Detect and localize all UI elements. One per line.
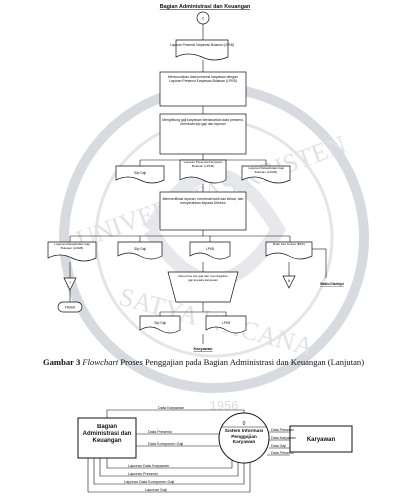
flow-bottom-4	[87, 458, 251, 493]
doc-laporan-presensi	[175, 39, 229, 61]
label-waktu-disetujui: Waktu Disetujui	[320, 282, 344, 286]
flow-right-3-label: Data Gaji	[271, 444, 286, 448]
manual-menerima	[167, 271, 239, 303]
process-memverifikasi-text: Memverifikasi laporan, membuat bukti kas…	[163, 197, 244, 205]
flow-right-4-label: Data Presensi	[271, 451, 294, 455]
flow-right-2-label: Data Karyawan	[271, 436, 296, 440]
entity-karyawan-label: Karyawan	[307, 437, 336, 443]
caption-text: Proses Penggajian pada Bagian Administra…	[120, 357, 365, 367]
doc-lpkb-2-label: LPKB	[222, 321, 230, 325]
offpage-connector-n	[282, 275, 296, 289]
doc-slip-gaji	[115, 165, 165, 184]
doc-laporan-presensi-2-text: Laporan Presensi Karyawan Bulanan (LPKB)	[184, 161, 223, 168]
caption-label: Gambar 3	[42, 357, 81, 367]
doc-slip-gaji-label: Slip Gaji	[134, 171, 146, 175]
doc-laporan-presensi-2	[179, 159, 227, 184]
process-menghitung	[159, 113, 247, 155]
watermark-year: 1956	[210, 398, 239, 413]
offpage-connector-7-label: 7	[69, 281, 71, 285]
connector-top-label: 2	[202, 16, 205, 21]
caption-italic: Flowchart	[82, 357, 119, 367]
flow-bottom-1-label: Laporan Data Karyawan	[128, 464, 169, 468]
entity-administrasi-text: Bagian Administrasi dan Keuangan	[83, 424, 132, 444]
process-menghitung-text: Menghitung gaji karyawan berdasarkan dat…	[162, 118, 243, 126]
doc-lpkb-2	[205, 315, 247, 334]
flow-bottom-2-label: Laporan Presensi	[128, 472, 158, 476]
offpage-connector-n-label: N	[288, 279, 291, 283]
doc-bukti-kas-text: Bukti Kas Keluar (BKK)	[273, 243, 305, 246]
flow-left-2-label: Data Komponen Gaji	[148, 442, 183, 446]
manual-menerima-text: Menerima slip gaji dan membagikan gaji k…	[178, 275, 228, 282]
doc-slip-gaji-3	[139, 315, 181, 334]
entity-administrasi	[77, 417, 137, 459]
terminal-finish	[57, 301, 83, 313]
process-name-text: Sistem Informasi Penggajian Karyawan	[225, 429, 264, 445]
doc-slip-gaji-2	[117, 241, 163, 260]
entity-karyawan	[289, 425, 353, 453]
doc-bukti-kas	[265, 241, 313, 260]
terminal-finish-label: FINISH	[65, 306, 76, 310]
doc-laporan-presensi-label: Laporan Presensi Karyawan Bulanan (LPKB)	[170, 43, 234, 47]
flow-left-1-label: Data Presensi	[148, 430, 172, 434]
flow-bottom-3	[93, 458, 245, 485]
doc-laporan-rekap-text: Laporan Rekapitulasi Gaji Bulanan (LRGB)	[248, 167, 283, 174]
doc-laporan-rekap	[241, 165, 291, 184]
context-diagram: Bagian Administrasi dan Keuangan 0 Siste…	[77, 406, 353, 493]
doc-laporan-rekap-2	[47, 241, 97, 262]
doc-slip-gaji-2-label: Slip Gaji	[134, 247, 146, 251]
flow-data-karyawan-top	[106, 409, 245, 418]
process-mencocokkan-text: Mencocokkan data presensi karyawan denga…	[168, 75, 238, 83]
flow-bottom-3-label: Laporan Data Komponen Gaji	[124, 480, 174, 484]
flow-bottom-4-label: Laporan Gaji	[145, 488, 167, 492]
flow-bottom-1	[106, 458, 233, 469]
flow-bottom-2	[99, 458, 239, 477]
flow-right-1-label: Data Presensi	[271, 428, 294, 432]
process-number: 0	[243, 421, 246, 427]
doc-slip-gaji-3-label: Slip Gaji	[154, 321, 166, 325]
offpage-connector-7	[63, 277, 77, 291]
flowchart-title: Bagian Administrasi dan Keuangan	[160, 4, 251, 10]
figure-caption: Gambar 3 Flowchart Proses Penggajian pad…	[0, 357, 407, 367]
doc-lpkb	[189, 241, 231, 260]
doc-lpkb-label: LPKB	[206, 247, 214, 251]
flow-top-label: Data Karyawan	[158, 406, 184, 410]
process-mencocokkan	[159, 71, 247, 107]
doc-laporan-rekap-2-text: Laporan Rekapitulasi Gaji Bulanan (LRGB)	[54, 243, 89, 250]
label-karyawan: Karyawan	[194, 346, 213, 351]
